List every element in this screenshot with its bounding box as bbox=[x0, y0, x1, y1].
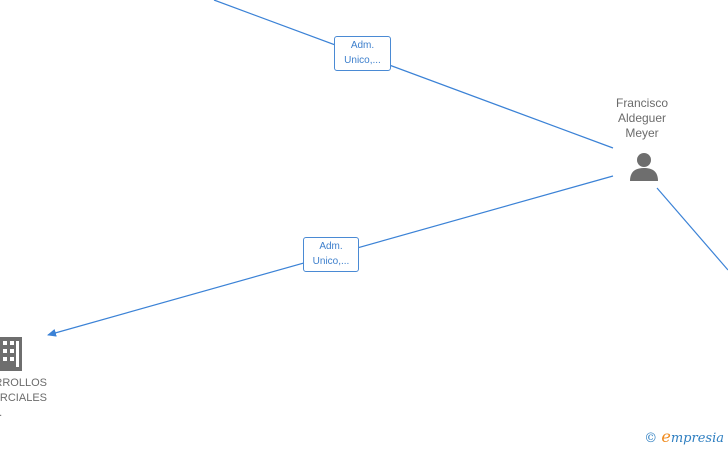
person-name[interactable]: Francisco Aldeguer Meyer bbox=[601, 96, 683, 141]
company-name-line3: Y... bbox=[0, 406, 47, 421]
edge-line-top bbox=[213, 0, 614, 149]
empresia-logo-initial: e bbox=[661, 427, 671, 446]
building-icon[interactable] bbox=[0, 337, 22, 371]
edge-label-bottom[interactable]: Adm. Unico,... bbox=[303, 237, 359, 272]
edge-label-top[interactable]: Adm. Unico,... bbox=[334, 36, 391, 71]
empresia-watermark: © empresia bbox=[644, 427, 724, 446]
person-icon[interactable] bbox=[628, 150, 660, 182]
company-name[interactable]: ARROLLOS RCIALES Y... bbox=[0, 376, 47, 421]
empresia-logo-text: mpresia bbox=[670, 431, 724, 446]
edge-label-bottom-line2: Unico,... bbox=[312, 256, 350, 267]
edge-label-top-line2: Unico,... bbox=[344, 55, 381, 66]
company-name-line1: ARROLLOS bbox=[0, 377, 47, 389]
edge-label-top-line1: Adm. bbox=[350, 40, 375, 51]
person-name-line1: Francisco bbox=[615, 96, 668, 110]
person-name-line2: Aldeguer bbox=[617, 111, 667, 125]
copyright-icon: © bbox=[644, 431, 658, 446]
edge-label-bottom-line1: Adm. bbox=[319, 241, 343, 252]
edge-line-bottom-right bbox=[656, 187, 728, 271]
person-name-line3: Meyer bbox=[625, 126, 659, 140]
company-name-line2: RCIALES bbox=[0, 392, 47, 404]
